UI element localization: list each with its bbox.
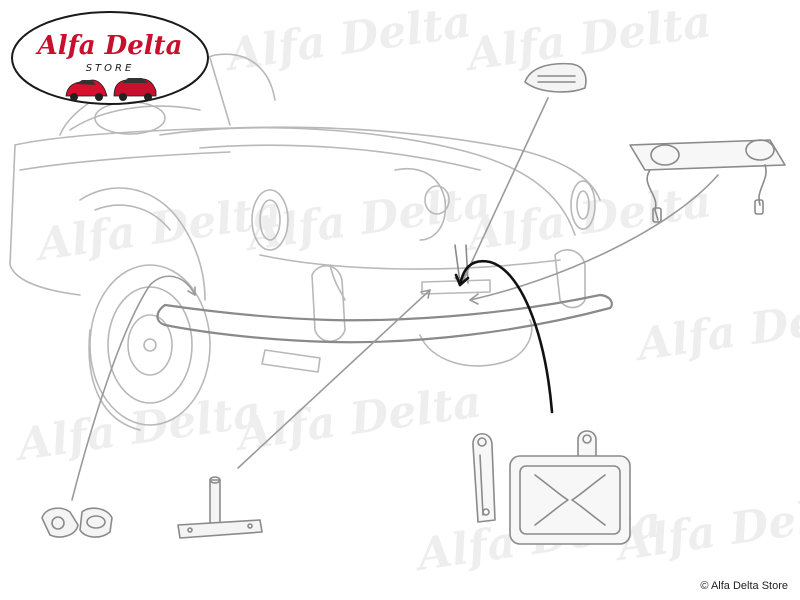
logo-store-text: STORE bbox=[86, 63, 135, 74]
logo-car-icon bbox=[113, 78, 157, 101]
leader-plate-post bbox=[237, 289, 431, 469]
leader-plate-light bbox=[461, 97, 549, 284]
alfa-delta-store-logo[interactable]: Alfa Delta STORE bbox=[10, 8, 210, 108]
plate-light-part[interactable] bbox=[524, 62, 587, 93]
highlight-arrow bbox=[454, 259, 554, 414]
logo-badge-shape bbox=[11, 11, 209, 105]
bumper-bracket-part[interactable] bbox=[41, 507, 113, 538]
watermark-text: Alfa Delta bbox=[460, 176, 714, 261]
narrow-bracket-part[interactable] bbox=[472, 432, 496, 523]
watermark-text: Alfa Delta bbox=[240, 176, 494, 261]
leader-lines bbox=[71, 97, 719, 501]
leader-bumper-bracket bbox=[71, 275, 196, 501]
parts-layer bbox=[41, 62, 786, 545]
watermark-text: Alfa Delta bbox=[230, 376, 484, 461]
watermark-text: Alfa Delta bbox=[460, 0, 714, 81]
plate-lamp-assembly-part[interactable] bbox=[629, 139, 786, 223]
logo-brand-text: Alfa Delta bbox=[35, 31, 183, 61]
plate-backing-part[interactable] bbox=[509, 430, 631, 545]
leader-plate-lamps bbox=[469, 174, 719, 301]
plate-holder-post-part[interactable] bbox=[177, 476, 263, 539]
logo-car-icon bbox=[65, 79, 108, 101]
copyright-text: © Alfa Delta Store bbox=[700, 580, 788, 592]
watermark-text: Alfa Delta bbox=[220, 0, 474, 81]
watermark-text: Alfa Delta bbox=[630, 286, 800, 371]
